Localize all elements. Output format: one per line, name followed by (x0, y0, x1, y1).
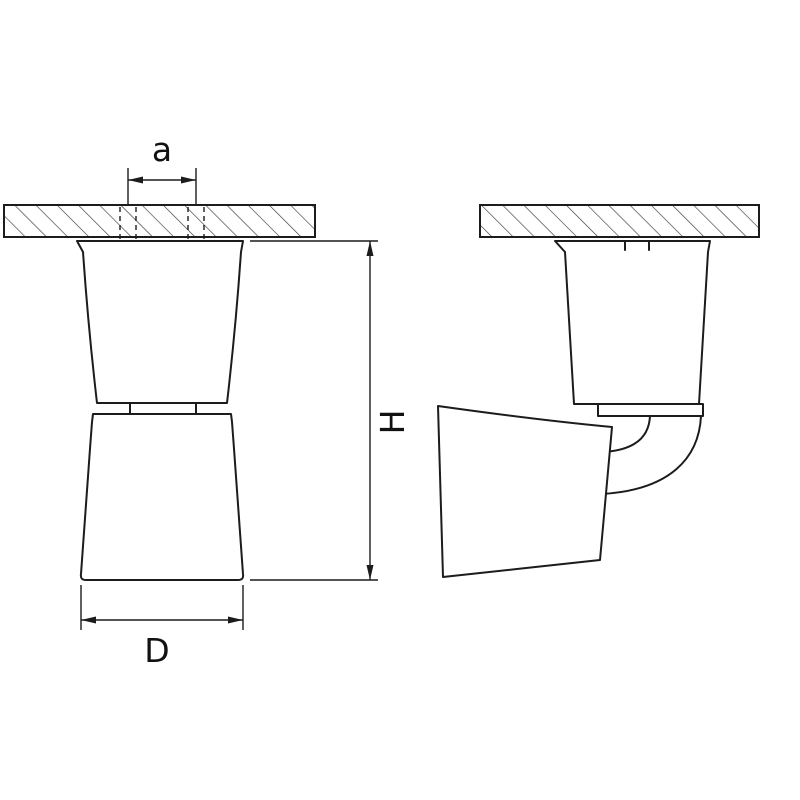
fixture-side-view (437, 240, 711, 578)
upper-cone (76, 240, 244, 404)
dim-a-arrow-right (181, 176, 196, 184)
hinge-bracket (597, 403, 704, 417)
elbow-arm-outer (601, 415, 702, 495)
fixture-front-view (76, 240, 245, 581)
tilted-lamp-head (437, 405, 613, 578)
ceiling-hatch-left (3, 204, 316, 238)
dim-a-label: a (152, 130, 172, 169)
dim-h-arrow-top (366, 241, 374, 256)
dim-d-label: D (144, 631, 169, 670)
dimension-h: H (250, 240, 412, 581)
dim-h-arrow-bottom (366, 565, 374, 580)
side-upper-cone (554, 240, 711, 405)
dim-d-arrow-left (81, 616, 96, 624)
dim-a-arrow-left (128, 176, 143, 184)
dim-d-arrow-right (228, 616, 243, 624)
ceiling-section-right (479, 204, 760, 238)
elbow-arm-inner (603, 415, 651, 453)
dimension-d: D (80, 585, 244, 670)
lower-cone (79, 413, 245, 581)
ceiling-hatch-right (479, 204, 760, 238)
ceiling-section-left (3, 204, 316, 238)
dim-h-label: H (373, 410, 412, 435)
dimension-a: a (127, 130, 197, 206)
